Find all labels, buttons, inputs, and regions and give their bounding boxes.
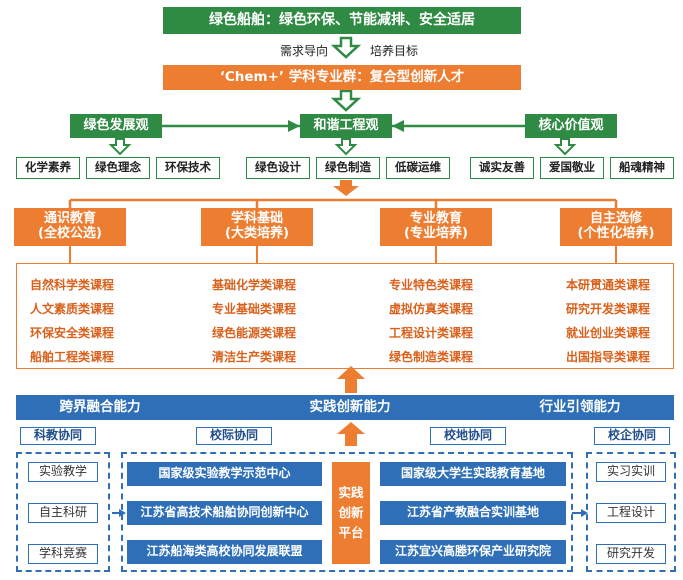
course-item: 专业特色类课程	[389, 278, 474, 292]
edu-header: 自主选修(个性化培养)	[560, 208, 672, 246]
platform-box: 实践创新平台	[332, 462, 370, 564]
edu-subtitle: (全校公选)	[38, 226, 102, 241]
course-item: 船舶工程类课程	[30, 350, 115, 364]
down-arrow-2	[330, 89, 362, 112]
concept-center: 和谐工程观	[300, 114, 392, 138]
sub-concept: 化学素养	[16, 157, 80, 179]
edu-subtitle: (个性化培养)	[577, 226, 655, 241]
course-item: 出国指导类课程	[566, 350, 651, 364]
course-item: 工程设计类课程	[389, 326, 474, 340]
sub-concept: 诚实友善	[470, 157, 534, 179]
concept-right: 核心价值观	[525, 114, 617, 138]
group-banner: ‘Chem+’ 学科专业群：复合型创新人才	[163, 65, 521, 90]
center-right-item: 江苏宜兴高塍环保产业研究院	[380, 540, 566, 564]
ability-item: 行业引领能力	[539, 398, 621, 415]
sub-concept: 环保技术	[156, 157, 220, 179]
course-item: 基础化学类课程	[212, 278, 297, 292]
sub-arrow-center	[334, 138, 358, 156]
center-left-item: 江苏省高技术船舶协同创新中心	[127, 501, 322, 525]
edu-subtitle: (专业培养)	[404, 226, 468, 241]
sub-arrow-left	[108, 138, 132, 156]
course-item: 本研贯通类课程	[566, 278, 651, 292]
orange-up-arrow-2	[337, 422, 365, 446]
course-item: 就业创业类课程	[566, 326, 651, 340]
edu-header: 学科基础(大类培养)	[201, 208, 313, 246]
edu-title: 专业教育	[409, 211, 462, 227]
course-item: 绿色制造类课程	[389, 350, 474, 364]
edu-header: 通识教育(全校公选)	[14, 208, 126, 246]
collab-label: 校际协同	[196, 427, 272, 445]
edu-title: 自主选修	[589, 211, 642, 227]
course-item: 自然科学类课程	[30, 278, 115, 292]
sub-concept: 船魂精神	[610, 157, 674, 179]
left-item: 自主科研	[28, 503, 98, 523]
demand-label: 需求导向	[280, 44, 329, 58]
course-item: 虚拟仿真类课程	[389, 302, 474, 316]
edu-subtitle: (大类培养)	[225, 226, 289, 241]
course-frame	[16, 263, 674, 369]
left-group	[16, 452, 110, 572]
right-item: 实习实训	[596, 462, 666, 482]
top-banner: 绿色船舶：绿色环保、节能减排、安全适居	[163, 7, 521, 34]
sub-concept: 爱国敬业	[540, 157, 604, 179]
right-item: 工程设计	[596, 503, 666, 523]
course-item: 人文素质类课程	[30, 302, 115, 316]
course-item: 绿色能源类课程	[212, 326, 297, 340]
concept-left: 绿色发展观	[70, 114, 162, 138]
center-group	[121, 452, 573, 572]
course-item: 研究开发类课程	[566, 302, 651, 316]
sub-concept: 绿色理念	[86, 157, 150, 179]
edu-title: 学科基础	[230, 211, 283, 227]
down-arrow-1	[330, 36, 362, 59]
sub-concept: 低碳运维	[386, 157, 450, 179]
right-group	[586, 452, 676, 572]
center-left-item: 江苏船海类高校协同发展联盟	[127, 540, 322, 564]
orange-up-arrow-1	[337, 366, 365, 393]
course-item: 清洁生产类课程	[212, 350, 297, 364]
edu-header: 专业教育(专业培养)	[380, 208, 492, 246]
sub-concept: 绿色设计	[246, 157, 310, 179]
collab-label: 校企协同	[594, 427, 670, 445]
target-label: 培养目标	[370, 44, 419, 58]
sub-arrow-right	[553, 138, 577, 156]
center-left-item: 国家级实验教学示范中心	[127, 462, 322, 486]
collab-label: 校地协同	[430, 427, 506, 445]
center-right-item: 国家级大学生实践教育基地	[380, 462, 566, 486]
sub-concept: 绿色制造	[316, 157, 380, 179]
course-item: 专业基础类课程	[212, 302, 297, 316]
left-item: 实验教学	[28, 462, 98, 482]
center-right-item: 江苏省产教融合实训基地	[380, 501, 566, 525]
orange-arrow-1	[333, 180, 359, 196]
ability-bar	[16, 395, 674, 420]
ability-item: 跨界融合能力	[59, 398, 141, 415]
collab-label: 科教协同	[20, 427, 96, 445]
course-item: 环保安全类课程	[30, 326, 115, 340]
ability-item: 实践创新能力	[309, 398, 391, 415]
edu-title: 通识教育	[43, 211, 96, 227]
left-item: 学科竞赛	[28, 544, 98, 564]
right-item: 研究开发	[596, 544, 666, 564]
